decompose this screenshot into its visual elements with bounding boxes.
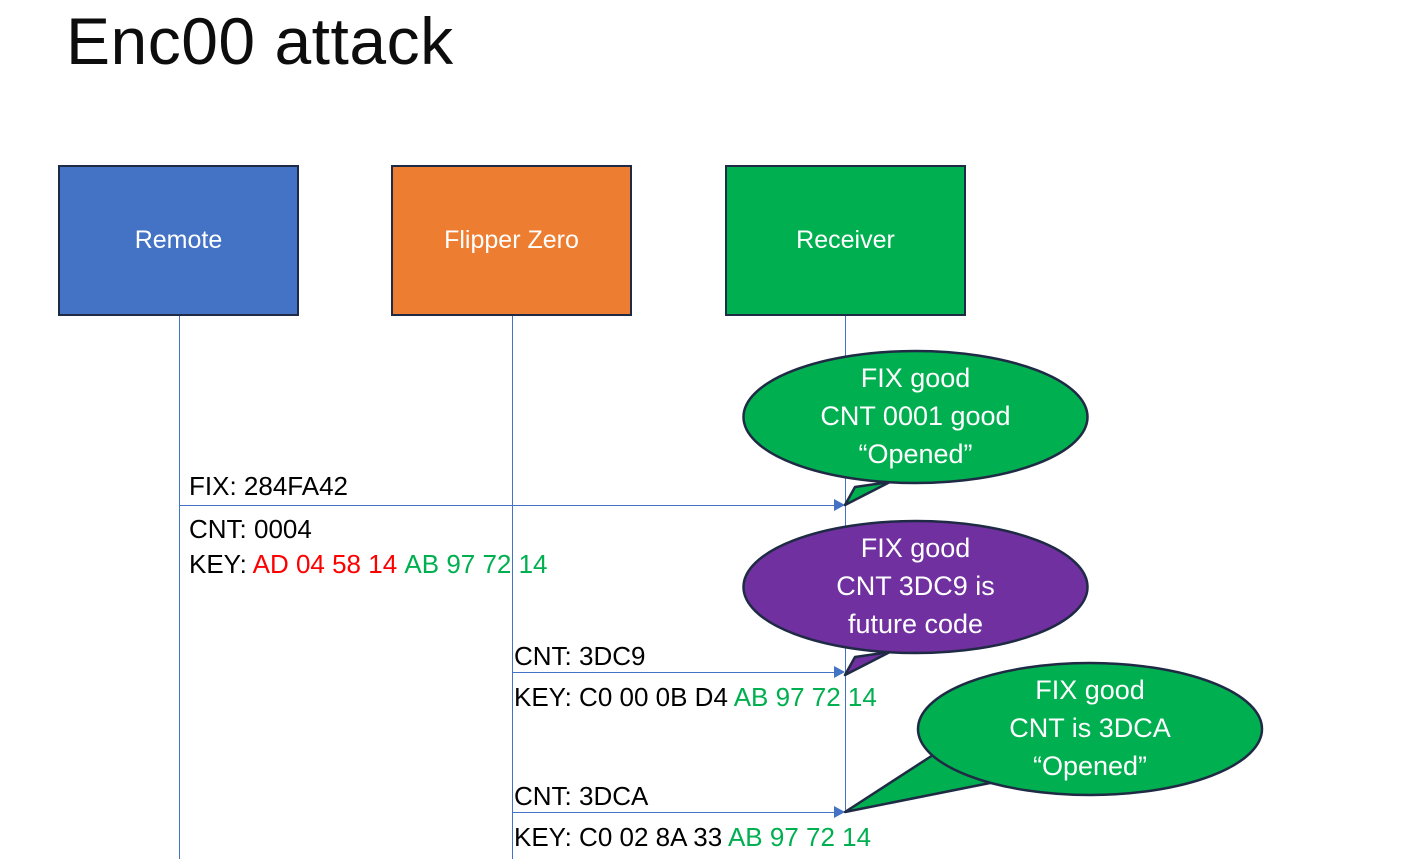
message-3-key-green: AB 97 72 14 [727,822,872,852]
message-arrow-2-line [512,672,839,673]
message-2-label-cnt: CNT: 3DC9 [514,641,646,671]
message-arrow-2-head [834,666,845,678]
message-1-label-cnt: CNT: 0004 [189,514,312,544]
message-1-key-red: AD 04 58 14 [252,549,398,579]
message-3-label-cnt: CNT: 3DCA [514,781,649,811]
speech-bubble-2[interactable]: FIX good CNT 3DC9 is future code [742,519,1089,677]
message-arrow-3-line [512,812,839,813]
page-title: Enc00 attack [66,4,454,78]
actor-box-receiver[interactable]: Receiver [725,165,966,316]
message-arrow-3-head [834,806,845,818]
lifeline-remote [179,316,180,859]
speech-bubble-1-shape [742,349,1089,507]
speech-bubble-1[interactable]: FIX good CNT 0001 good “Opened” [742,349,1089,507]
actor-label-flipper-zero: Flipper Zero [444,226,579,254]
message-1-label-fix: FIX: 284FA42 [189,471,348,501]
message-1-key-green: AB 97 72 14 [404,549,548,579]
speech-bubble-2-shape [742,519,1089,677]
message-1-label-key: KEY: AD 04 58 14 AB 97 72 14 [189,548,548,580]
actor-label-remote: Remote [134,226,223,254]
actor-label-receiver: Receiver [796,226,895,254]
message-2-key-prefix: KEY: C0 00 0B D4 [514,682,734,712]
actor-box-remote[interactable]: Remote [58,165,299,316]
speech-bubble-3-shape [843,661,1264,814]
actor-box-flipper-zero[interactable]: Flipper Zero [391,165,632,316]
message-2-label-key: KEY: C0 00 0B D4 AB 97 72 14 [514,681,877,713]
message-1-key-prefix: KEY: [189,549,253,579]
message-3-key-prefix: KEY: C0 02 8A 33 [514,822,728,852]
message-arrow-1-line [179,505,839,506]
speech-bubble-3[interactable]: FIX good CNT is 3DCA “Opened” [843,659,1265,819]
message-2-key-green: AB 97 72 14 [733,682,877,712]
message-3-label-key: KEY: C0 02 8A 33 AB 97 72 14 [514,821,871,853]
message-arrow-1-head [834,499,845,511]
lifeline-flipper-zero [512,316,513,859]
